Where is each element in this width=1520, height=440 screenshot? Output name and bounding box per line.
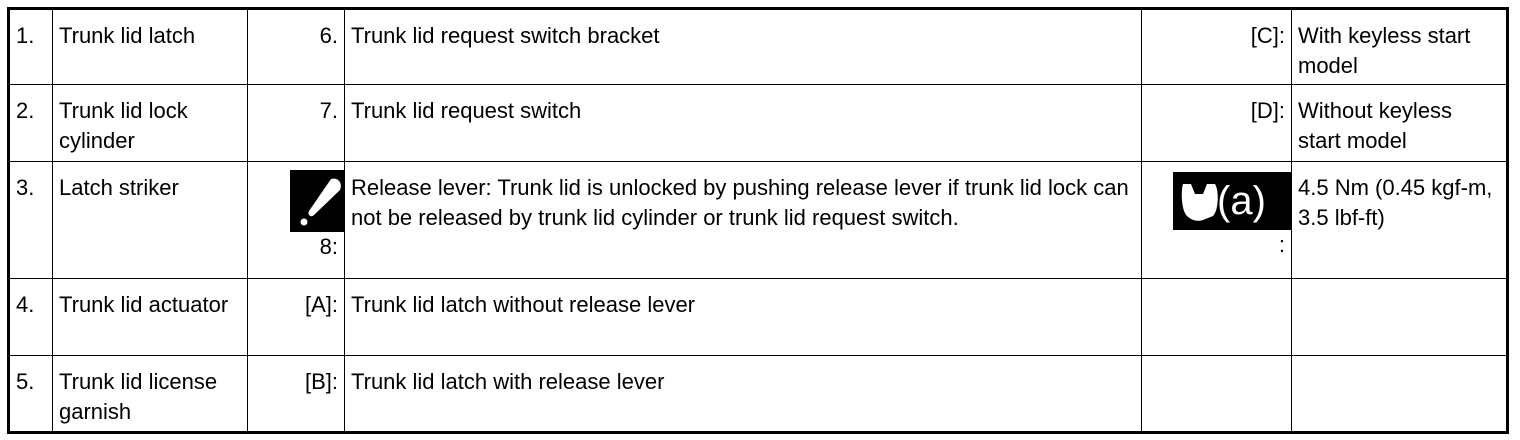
item-name: Trunk lid license garnish: [52, 355, 248, 433]
item-ref: [B]:: [247, 355, 345, 433]
item-code: :: [1278, 232, 1285, 257]
item-description: Release lever: Trunk lid is unlocked by …: [344, 161, 1142, 279]
item-number: 1.: [8, 8, 53, 85]
item-ref: [A]:: [247, 278, 345, 356]
item-name: Trunk lid actuator: [52, 278, 248, 356]
item-note: Without keyless start model: [1291, 84, 1508, 162]
item-name: Trunk lid lock cylinder: [52, 84, 248, 162]
legend-row: 2. Trunk lid lock cylinder 7. Trunk lid …: [8, 84, 1508, 162]
item-ref: 7.: [247, 84, 345, 162]
item-code: [D]:: [1141, 84, 1292, 162]
item-description: Trunk lid latch with release lever: [344, 355, 1142, 433]
item-code: [C]:: [1141, 8, 1292, 85]
item-note: [1291, 278, 1508, 356]
item-description: Trunk lid request switch bracket: [344, 8, 1142, 85]
item-ref: 8:: [319, 234, 338, 259]
legend-row: 3. Latch striker 8: Release lever: Trunk…: [8, 161, 1508, 279]
item-name: Trunk lid latch: [52, 8, 248, 85]
item-name: Latch striker: [52, 161, 248, 279]
item-code: [1141, 355, 1292, 433]
release-lever-icon: [290, 170, 344, 232]
legend-row: 4. Trunk lid actuator [A]: Trunk lid lat…: [8, 278, 1508, 356]
item-code: [1141, 278, 1292, 356]
item-code-cell: (a) :: [1141, 161, 1292, 279]
item-note: With keyless start model: [1291, 8, 1508, 85]
item-note: [1291, 355, 1508, 433]
item-number: 4.: [8, 278, 53, 356]
legend-row: 1. Trunk lid latch 6. Trunk lid request …: [8, 8, 1508, 85]
item-description: Trunk lid request switch: [344, 84, 1142, 162]
torque-label: (a): [1217, 179, 1266, 223]
item-number: 2.: [8, 84, 53, 162]
item-ref-cell: 8:: [247, 161, 345, 279]
item-number: 5.: [8, 355, 53, 433]
item-description: Trunk lid latch without release lever: [344, 278, 1142, 356]
torque-wrench-icon: (a): [1173, 172, 1291, 230]
item-ref: 6.: [247, 8, 345, 85]
legend-row: 5. Trunk lid license garnish [B]: Trunk …: [8, 355, 1508, 433]
item-number: 3.: [8, 161, 53, 279]
legend-table: 1. Trunk lid latch 6. Trunk lid request …: [7, 7, 1509, 434]
item-note: 4.5 Nm (0.45 kgf-m, 3.5 lbf-ft): [1291, 161, 1508, 279]
